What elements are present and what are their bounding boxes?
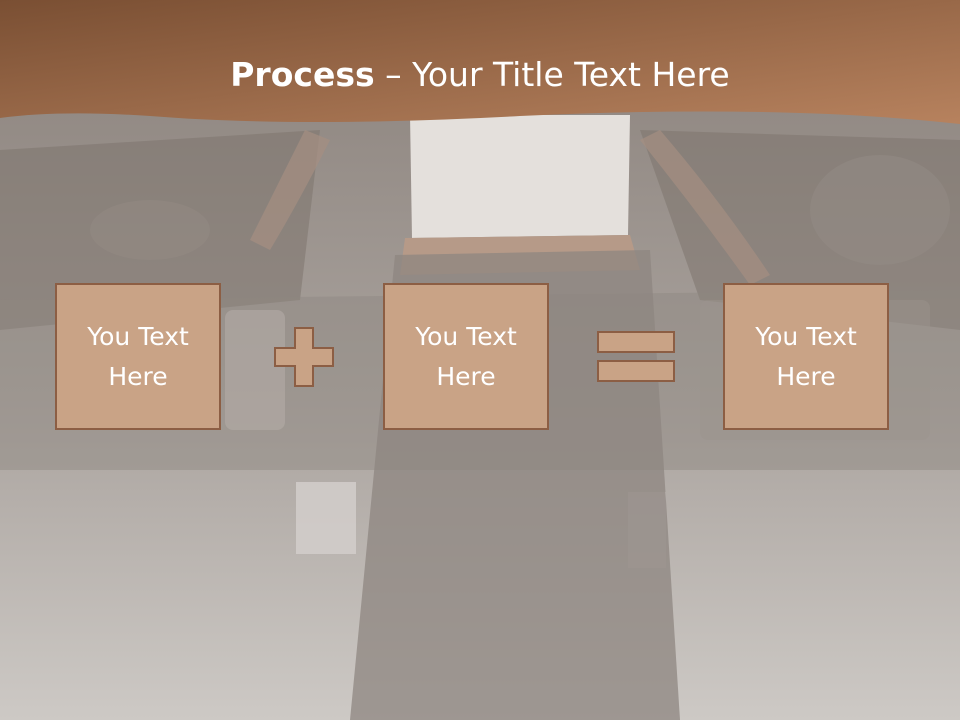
text-box-3[interactable]: You Text Here	[723, 283, 889, 430]
title-rest: – Your Title Text Here	[374, 55, 730, 94]
text-box-3-label: You Text Here	[755, 321, 857, 391]
equals-icon	[597, 331, 675, 382]
text-box-2-label: You Text Here	[415, 321, 517, 391]
plus-icon	[274, 327, 334, 387]
text-box-2[interactable]: You Text Here	[383, 283, 549, 430]
text-box-1[interactable]: You Text Here	[55, 283, 221, 430]
text-box-1-label: You Text Here	[87, 321, 189, 391]
title-bold: Process	[230, 55, 375, 94]
slide-title: Process – Your Title Text Here	[0, 54, 960, 96]
